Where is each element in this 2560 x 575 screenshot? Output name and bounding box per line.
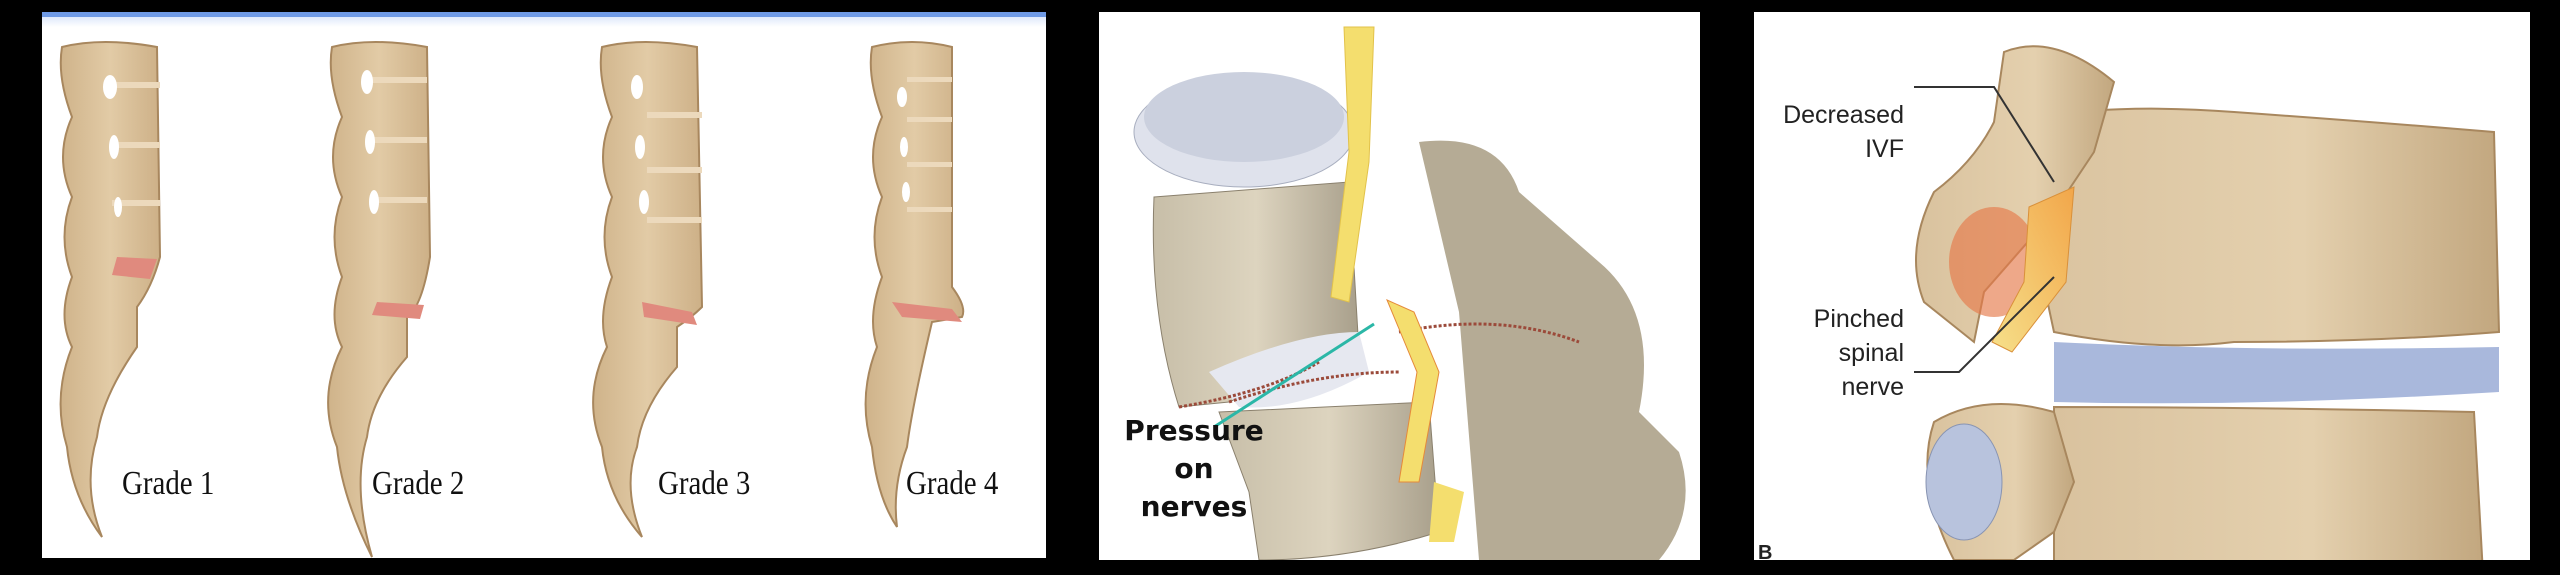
pinched-spinal-nerve-callout: Pinched spinal nerve — [1754, 302, 1904, 404]
spine-grade-1 — [59, 41, 162, 538]
decreased-ivf-callout: Decreased IVF — [1754, 98, 1904, 166]
pinched-nerve-illustration — [1914, 45, 2501, 560]
grade-3-label: Grade 3 — [658, 465, 751, 502]
spondylolisthesis-grades-panel: Grade 1 Grade 2 Grade 3 Grade 4 — [42, 12, 1046, 558]
callout-nerve-line-1: Pinched — [1813, 305, 1904, 333]
vertebral-fracture-panel: Pressure on nerves — [1099, 12, 1700, 560]
spine-grade-2 — [327, 41, 432, 558]
ivf-leader-line — [1914, 86, 2055, 183]
annotation-line-2: on — [1174, 452, 1214, 485]
grade-4-label: Grade 4 — [906, 465, 999, 502]
fractured-vertebra-illustration — [1133, 26, 1686, 560]
foraminal-stenosis-panel: Decreased IVF Pinched spinal nerve B — [1754, 12, 2530, 560]
callout-ivf-line-1: Decreased — [1783, 101, 1904, 129]
annotation-line-1: Pressure — [1124, 414, 1264, 447]
annotation-line-3: nerves — [1140, 490, 1248, 523]
pressure-pointer-line — [1213, 322, 1375, 429]
nerve-leader-line — [1914, 276, 2055, 373]
callout-nerve-line-2: spinal — [1838, 339, 1904, 367]
figure-letter: B — [1758, 542, 1773, 560]
callout-nerve-line-3: nerve — [1841, 373, 1904, 401]
grade-2-label: Grade 2 — [372, 465, 465, 502]
spine-grade-4 — [864, 41, 965, 528]
pressure-on-nerves-annotation: Pressure on nerves — [1119, 412, 1269, 526]
grade-1-label: Grade 1 — [122, 465, 215, 502]
callout-ivf-line-2: IVF — [1865, 135, 1904, 163]
spine-grade-3 — [592, 41, 704, 538]
lumbar-spine-illustrations — [59, 41, 965, 558]
